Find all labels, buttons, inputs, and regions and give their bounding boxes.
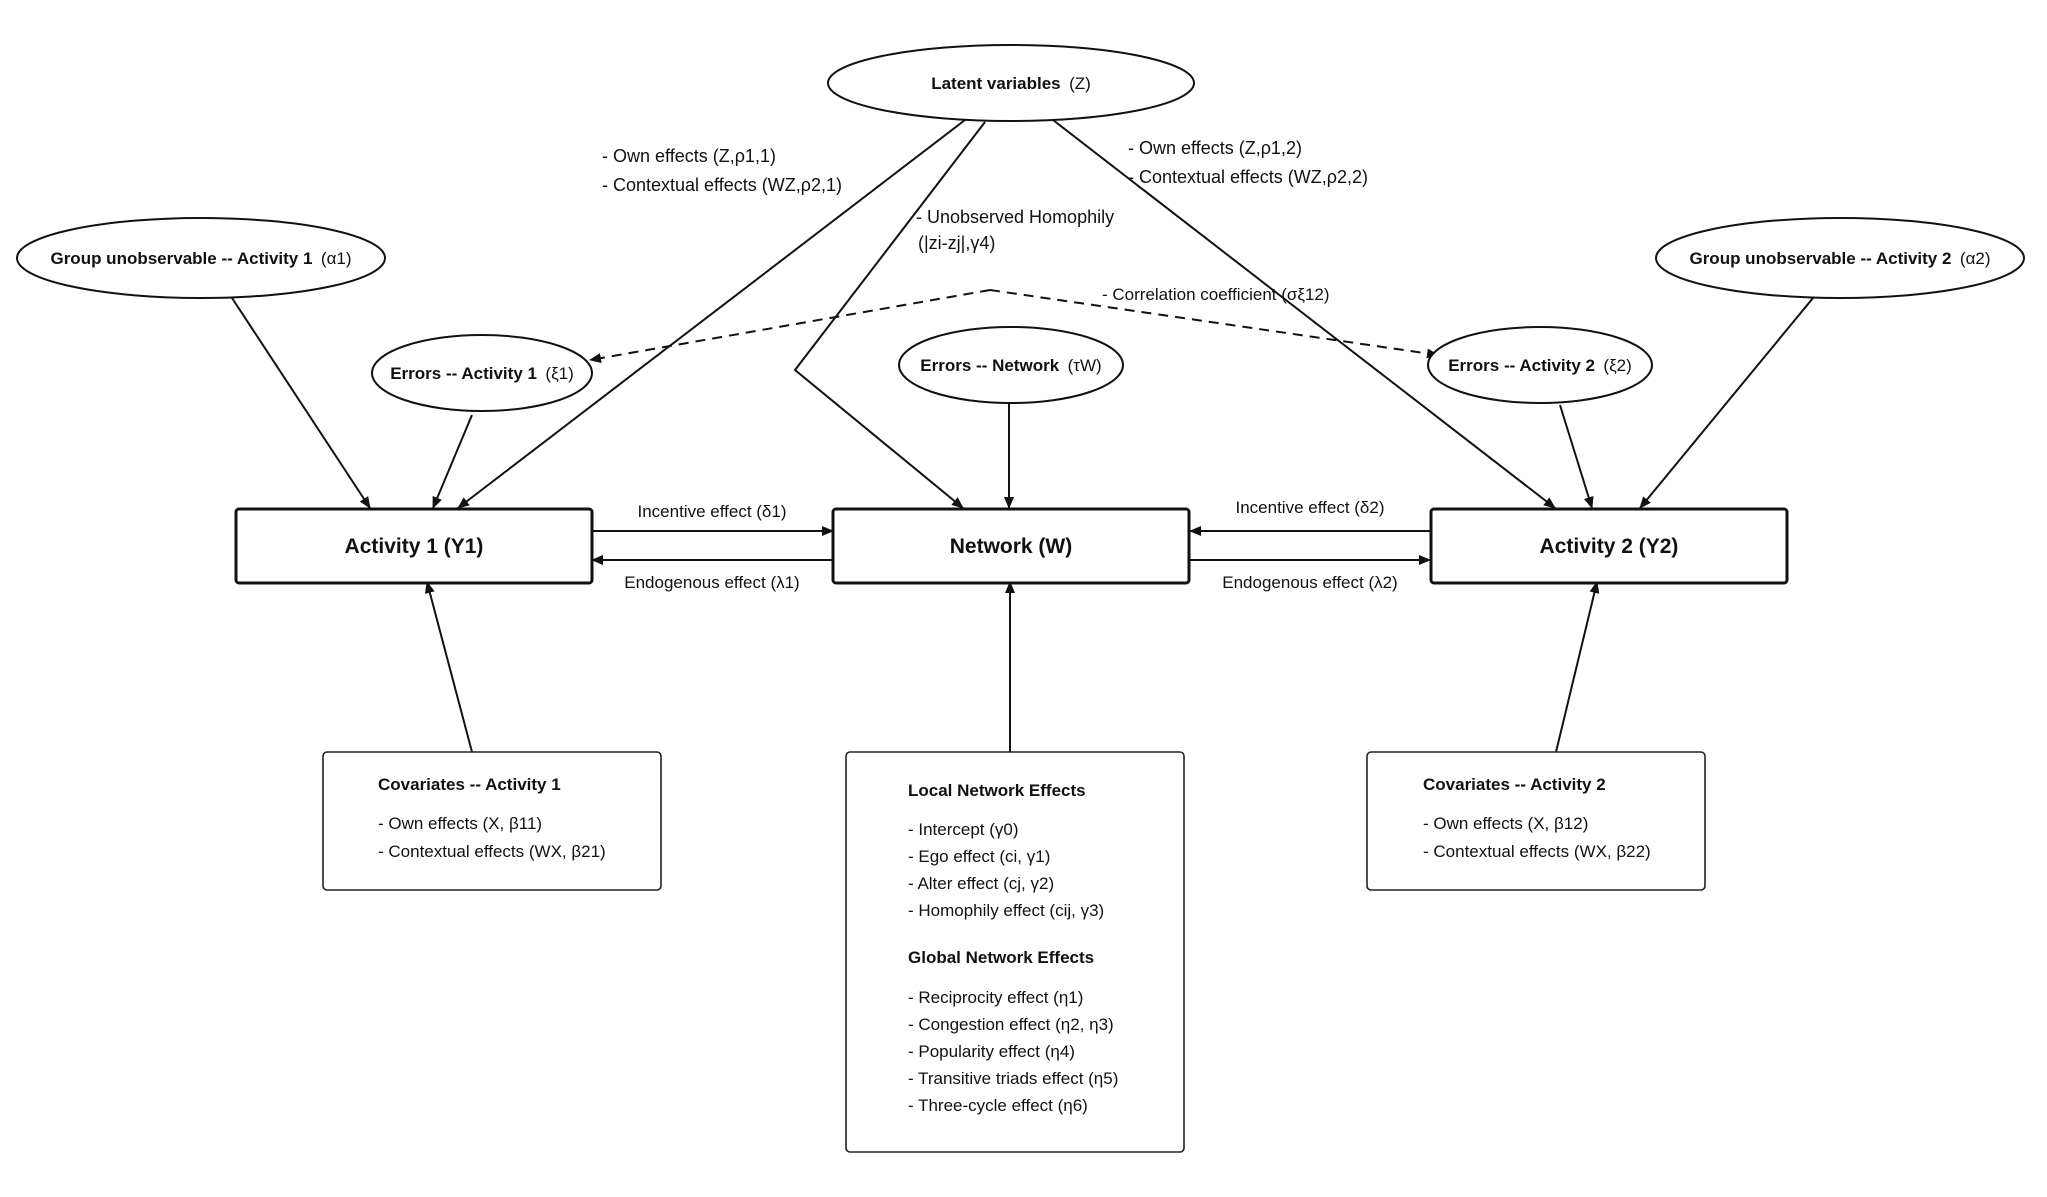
svg-text:Errors -- Network (τW): Errors -- Network (τW) xyxy=(920,356,1101,375)
edge-latent-to-activity1 xyxy=(457,119,966,509)
edge-latent-to-activity2 xyxy=(1052,119,1556,509)
global-network-effects-title: Global Network Effects xyxy=(908,948,1094,967)
activity1-label: Activity 1 (Y1) xyxy=(345,535,484,558)
label-contextual-effects-2: - Contextual effects (WZ,ρ2,2) xyxy=(1128,167,1368,187)
label-contextual-effects-1: - Contextual effects (WZ,ρ2,1) xyxy=(602,175,842,195)
group1-symbol: (α1) xyxy=(321,249,352,268)
global-effect-item: - Reciprocity effect (η1) xyxy=(908,988,1083,1007)
errorsnet-symbol: (τW) xyxy=(1068,356,1102,375)
cov1-title: Covariates -- Activity 1 xyxy=(378,775,561,794)
network-label: Network (W) xyxy=(950,535,1073,558)
activity2-label: Activity 2 (Y2) xyxy=(1540,535,1679,558)
label-incentive-effect-1: Incentive effect (δ1) xyxy=(638,502,787,521)
edge-errors1-to-activity1 xyxy=(432,414,473,509)
node-activity-1: Activity 1 (Y1) xyxy=(234,507,594,585)
node-network: Network (W) xyxy=(831,507,1191,585)
global-effect-item: - Popularity effect (η4) xyxy=(908,1042,1075,1061)
group1-label: Group unobservable -- Activity 1 xyxy=(50,249,312,268)
label-homophily-symbol: (|zi-zj|,γ4) xyxy=(918,233,995,253)
svg-text:Group unobservable -- Activity: Group unobservable -- Activity 2 (α2) xyxy=(1689,249,1990,268)
svg-text:Errors -- Activity 1 (ξ1: Errors -- Activity 1 (ξ1) xyxy=(390,364,574,383)
global-effect-item: - Three-cycle effect (η6) xyxy=(908,1096,1088,1115)
edge-cov1-to-activity1 xyxy=(424,581,473,753)
label-incentive-effect-2: Incentive effect (δ2) xyxy=(1236,498,1385,517)
edge-correlation-right xyxy=(989,289,1439,359)
svg-text:Errors -- Activity 2 (ξ2: Errors -- Activity 2 (ξ2) xyxy=(1448,356,1632,375)
cov2-item: - Contextual effects (WX, β22) xyxy=(1423,842,1651,861)
svg-text:Group unobservable -- Activity: Group unobservable -- Activity 1 (α1) xyxy=(50,249,351,268)
label-endogenous-effect-1: Endogenous effect (λ1) xyxy=(624,573,799,592)
errorsnet-label: Errors -- Network xyxy=(920,356,1059,375)
errors1-label: Errors -- Activity 1 xyxy=(390,364,537,383)
edge-latent-to-network xyxy=(793,121,986,509)
node-errors-network: Errors -- Network (τW) xyxy=(898,326,1124,404)
local-effect-item: - Intercept (γ0) xyxy=(908,820,1019,839)
errors1-symbol: (ξ1) xyxy=(545,364,573,383)
cov2-title: Covariates -- Activity 2 xyxy=(1423,775,1606,794)
node-group-unobservable-2: Group unobservable -- Activity 2 (α2) xyxy=(1655,217,2025,299)
label-unobserved-homophily: - Unobserved Homophily xyxy=(916,207,1114,227)
local-effect-item: - Homophily effect (cij, γ3) xyxy=(908,901,1104,920)
latent-label: Latent variables xyxy=(931,74,1060,93)
node-activity-2: Activity 2 (Y2) xyxy=(1429,507,1789,585)
box-covariates-activity-1: Covariates -- Activity 1 - Own effects (… xyxy=(322,751,662,891)
edge-errors2-to-activity2 xyxy=(1559,404,1594,509)
latent-symbol: (Z) xyxy=(1069,74,1091,93)
local-effect-item: - Alter effect (cj, γ2) xyxy=(908,874,1054,893)
group2-label: Group unobservable -- Activity 2 xyxy=(1689,249,1951,268)
node-group-unobservable-1: Group unobservable -- Activity 1 (α1) xyxy=(16,217,386,299)
global-effect-item: - Congestion effect (η2, η3) xyxy=(908,1015,1114,1034)
errors2-symbol: (ξ2) xyxy=(1603,356,1631,375)
node-errors-activity-1: Errors -- Activity 1 (ξ1) xyxy=(371,334,593,412)
local-network-effects-title: Local Network Effects xyxy=(908,781,1086,800)
edges xyxy=(231,119,1814,753)
local-effect-item: - Ego effect (ci, γ1) xyxy=(908,847,1050,866)
cov2-item: - Own effects (X, β12) xyxy=(1423,814,1588,833)
svg-text:Latent variables (Z): Latent variables (Z) xyxy=(931,74,1091,93)
label-endogenous-effect-2: Endogenous effect (λ2) xyxy=(1222,573,1397,592)
group2-symbol: (α2) xyxy=(1960,249,1991,268)
box-network-effects: Local Network Effects - Intercept (γ0) -… xyxy=(845,751,1185,1153)
edge-group1-to-activity1 xyxy=(231,297,371,509)
global-effect-item: - Transitive triads effect (η5) xyxy=(908,1069,1118,1088)
edge-group2-to-activity2 xyxy=(1639,297,1814,509)
edge-labels: - Own effects (Z,ρ1,1) - Contextual effe… xyxy=(602,138,1398,592)
label-own-effects-2: - Own effects (Z,ρ1,2) xyxy=(1128,138,1302,158)
label-own-effects-1: - Own effects (Z,ρ1,1) xyxy=(602,146,776,166)
edge-cov2-to-activity2 xyxy=(1555,581,1600,753)
errors2-label: Errors -- Activity 2 xyxy=(1448,356,1595,375)
cov1-item: - Contextual effects (WX, β21) xyxy=(378,842,606,861)
label-correlation-coefficient: - Correlation coefficient (σξ12) xyxy=(1102,285,1330,304)
node-errors-activity-2: Errors -- Activity 2 (ξ2) xyxy=(1427,326,1653,404)
box-covariates-activity-2: Covariates -- Activity 2 - Own effects (… xyxy=(1366,751,1706,891)
cov1-item: - Own effects (X, β11) xyxy=(378,814,542,833)
node-latent-variables: Latent variables (Z) xyxy=(827,44,1195,122)
